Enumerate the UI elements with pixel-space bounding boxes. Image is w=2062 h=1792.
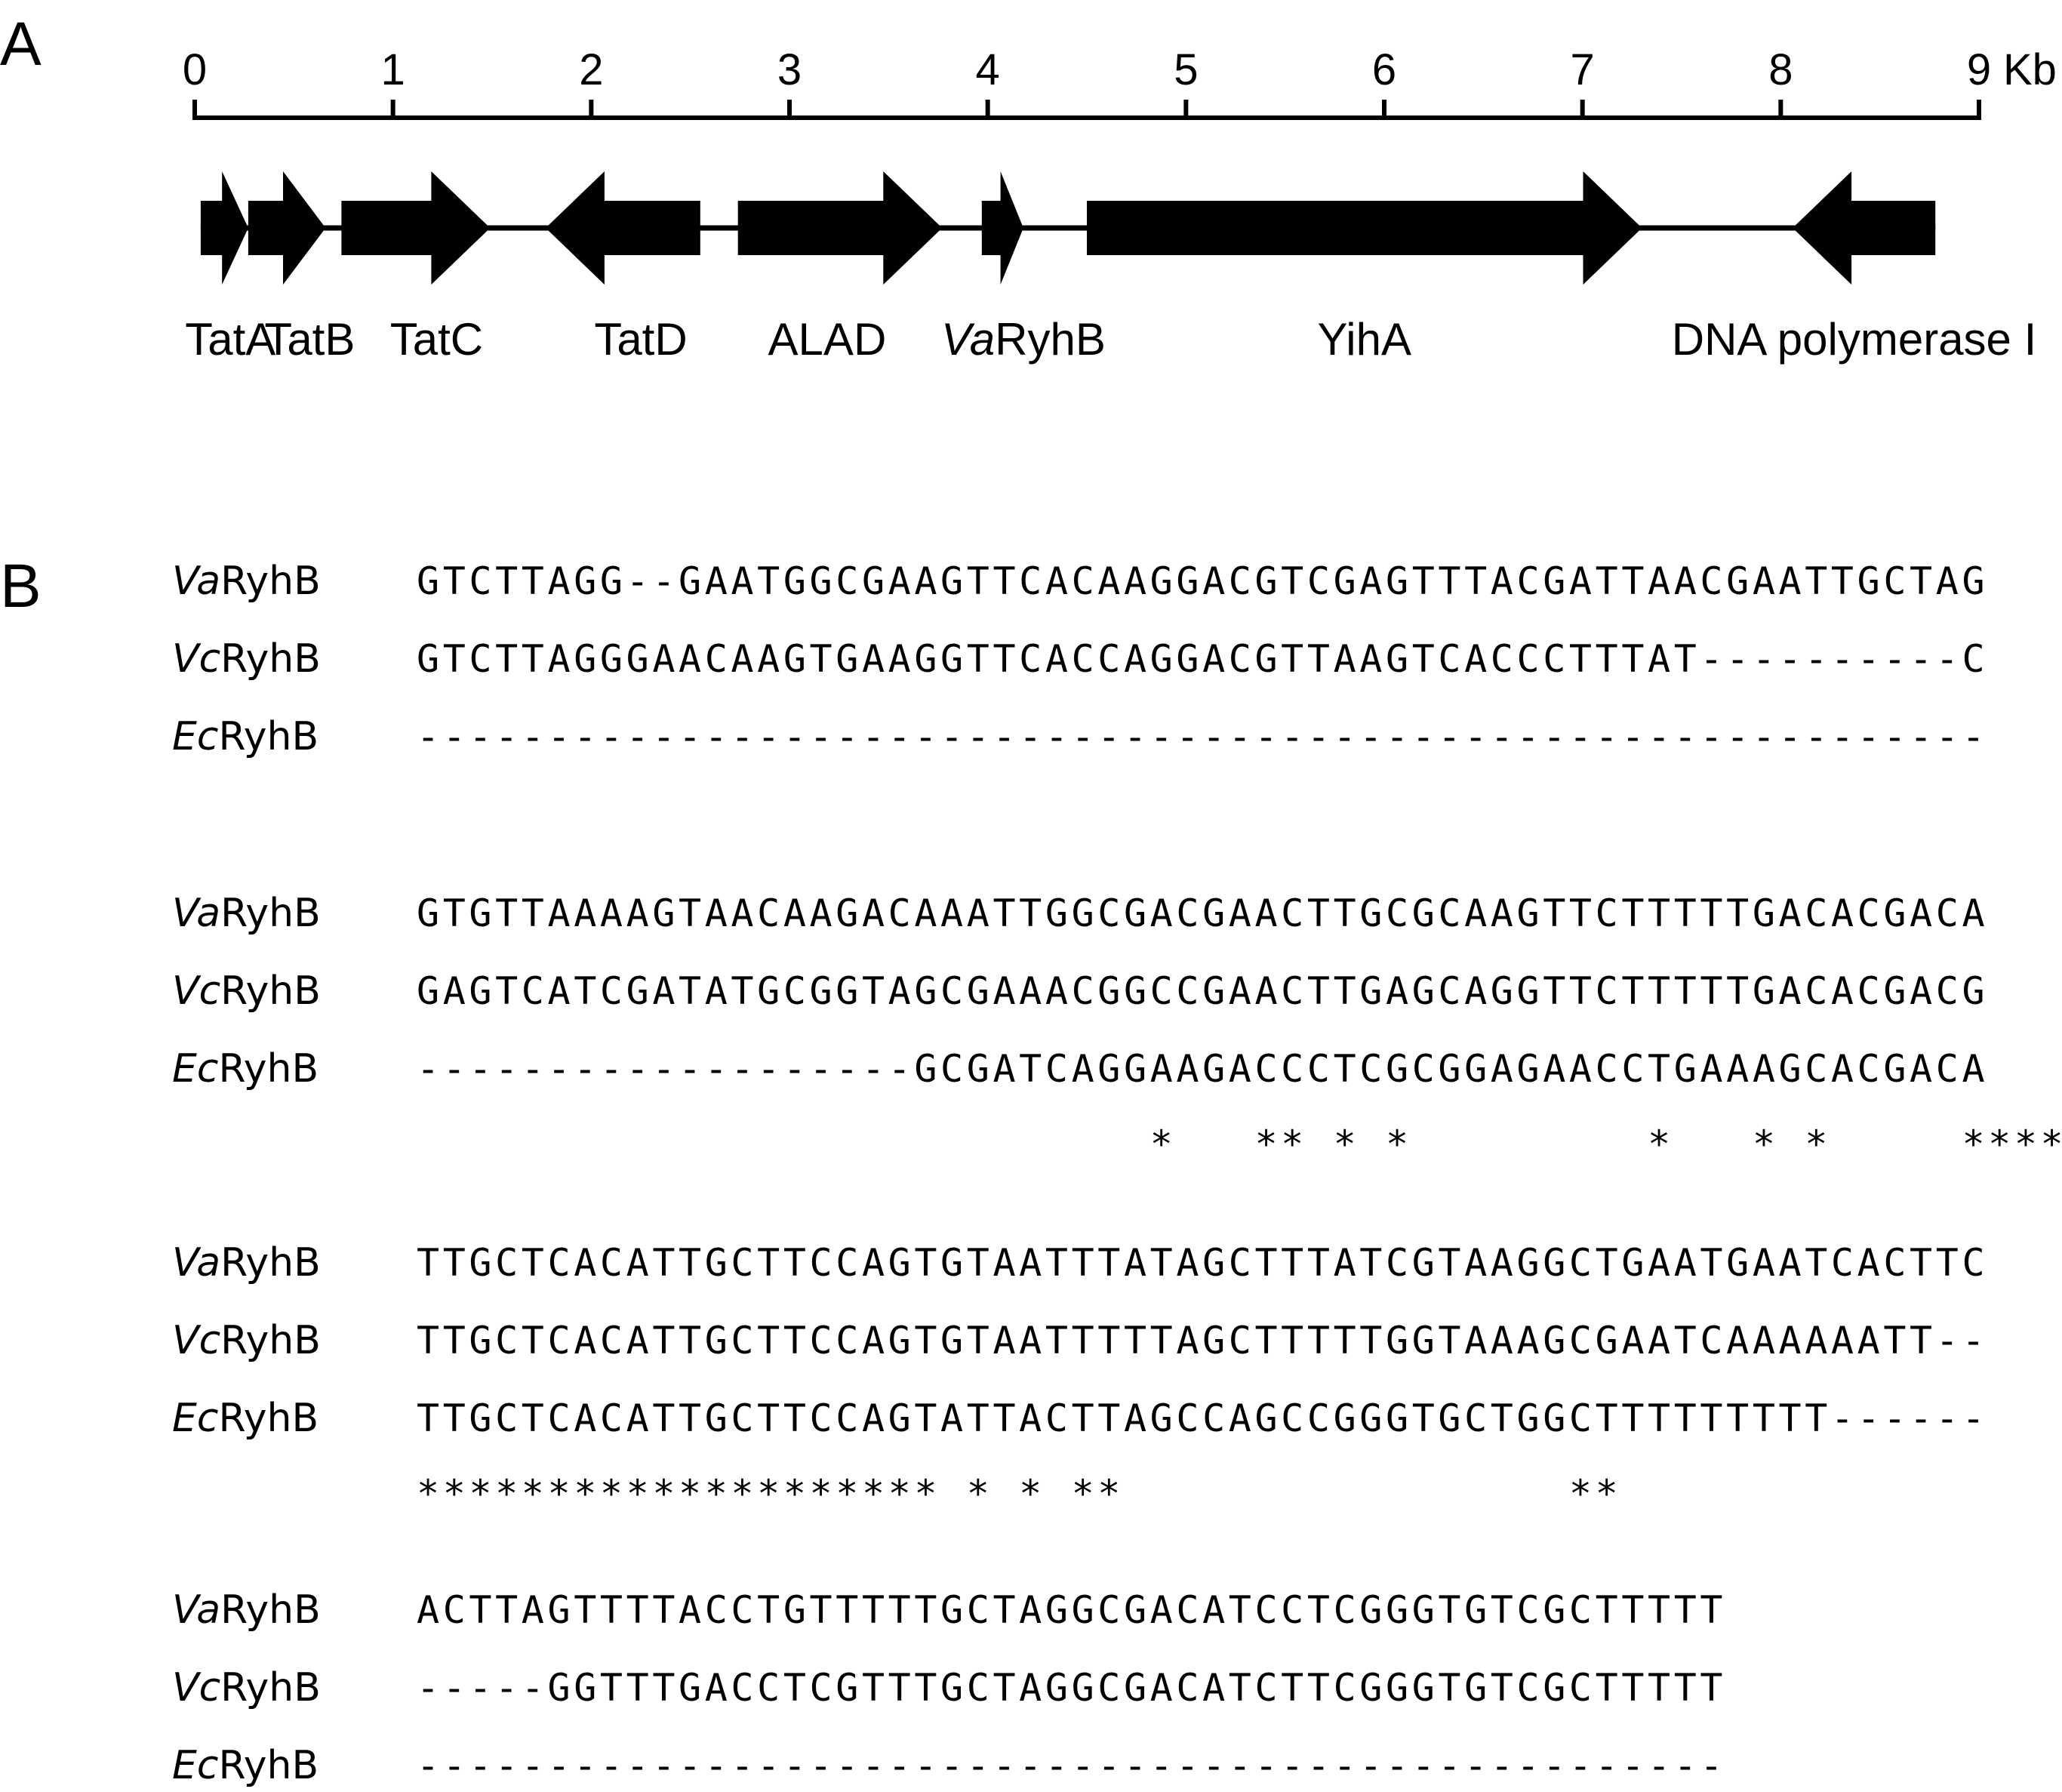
gene-label: TatD <box>594 314 687 365</box>
gene-label-name: YihA <box>1317 314 1411 365</box>
rna-name: RyhB <box>220 1665 321 1710</box>
gene-label-prefix: Va <box>941 314 995 365</box>
species-prefix: Ec <box>172 1046 219 1092</box>
gene-arrow-yiha <box>1087 171 1642 285</box>
sequence-name: VcRyhB <box>172 1665 338 1710</box>
panel-b-label: B <box>0 552 42 620</box>
rna-name: RyhB <box>218 1046 319 1092</box>
sequence-text: GTCTTAGG--GAATGGCGAAGTTCACAAGGACGTCGAGTT… <box>417 559 1989 603</box>
gene-label-name: TatA <box>185 314 275 365</box>
gene-arrows <box>200 171 1936 285</box>
species-prefix: Vc <box>172 1318 221 1363</box>
species-prefix: Va <box>172 559 221 604</box>
gene-label-name: TatC <box>390 314 483 365</box>
rna-name: RyhB <box>220 891 321 936</box>
rna-name: RyhB <box>220 559 321 604</box>
scale-tick-label: 3 <box>777 45 802 94</box>
rna-name: RyhB <box>220 1318 321 1363</box>
conservation-marks: ******************** * * ** ** <box>417 1472 1622 1516</box>
gene-arrow-dna-polymerase-i <box>1793 171 1936 285</box>
species-prefix: Va <box>172 1587 221 1633</box>
sequence-name: VcRyhB <box>172 636 338 682</box>
scale-tick-label: 0 <box>183 45 207 94</box>
scale-tick-label: 4 <box>976 45 1000 94</box>
gene-label: YihA <box>1317 314 1411 365</box>
sequence-name: VcRyhB <box>172 968 338 1014</box>
sequence-text: ACTTAGTTTTACCTGTTTTTGCTAGGCGACATCCTCGGGT… <box>417 1588 1727 1632</box>
species-prefix: Vc <box>172 1665 221 1710</box>
scale-tick-label: 9 <box>1967 45 1991 94</box>
gene-label-name: ALAD <box>768 314 887 365</box>
sequence-name: EcRyhB <box>172 714 338 759</box>
rna-name: RyhB <box>218 1396 319 1441</box>
sequence-name: VcRyhB <box>172 1318 338 1363</box>
gene-arrow-varyhb <box>981 171 1023 285</box>
sequence-name: VaRyhB <box>172 1240 338 1285</box>
sequence-text: -------------------GCGATCAGGAAGACCCTCGCG… <box>417 1047 1989 1091</box>
gene-label-name: RyhB <box>995 314 1106 365</box>
sequence-text: TTGCTCACATTGCTTCCAGTGTAATTTATAGCTTTATCGT… <box>417 1241 1989 1285</box>
gene-arrow-alad <box>737 171 943 285</box>
sequence-text: TTGCTCACATTGCTTCCAGTGTAATTTTTAGCTTTTTGGT… <box>417 1319 1989 1362</box>
sequence-text: GTCTTAGGGAACAAGTGAAGGTTCACCAGGACGTTAAGTC… <box>417 637 1989 681</box>
gene-arrow-tatc <box>341 171 491 285</box>
scale-tick-label: 8 <box>1768 45 1793 94</box>
gene-label: VaRyhB <box>941 314 1106 365</box>
sequence-name: EcRyhB <box>172 1046 338 1092</box>
sequence-text: GAGTCATCGATATGCGGTAGCGAAACGGCCGAACTTGAGC… <box>417 969 1989 1013</box>
species-prefix: Ec <box>172 1743 219 1788</box>
gene-label: DNA polymerase I <box>1672 314 2037 365</box>
rna-name: RyhB <box>220 1587 321 1633</box>
scale-tick-label: 6 <box>1372 45 1396 94</box>
rna-name: RyhB <box>220 1240 321 1285</box>
scale-tick-label: 2 <box>579 45 603 94</box>
sequence-text: TTGCTCACATTGCTTCCAGTATTACTTAGCCAGCCGGGTG… <box>417 1396 1989 1440</box>
rna-name: RyhB <box>218 1743 319 1788</box>
sequence-text: ----------------------------------------… <box>417 1744 1727 1787</box>
gene-arrow-tatd <box>545 171 700 285</box>
scale-tick-label: 5 <box>1174 45 1198 94</box>
scale-tick-label: 1 <box>381 45 405 94</box>
species-prefix: Vc <box>172 636 221 682</box>
sequence-name: VaRyhB <box>172 1587 338 1633</box>
scale-tick-label: 7 <box>1571 45 1595 94</box>
gene-label: TatA <box>185 314 275 365</box>
panel-a-label: A <box>0 10 42 79</box>
sequence-text: -----GGTTTGACCTCGTTTGCTAGGCGACATCTTCGGGT… <box>417 1666 1727 1710</box>
rna-name: RyhB <box>220 968 321 1014</box>
gene-label: ALAD <box>768 314 887 365</box>
sequence-text: ----------------------------------------… <box>417 715 1989 759</box>
gene-label-name: TatD <box>594 314 687 365</box>
gene-label-name: TatB <box>264 314 355 365</box>
gene-arrow-tatb <box>248 171 326 285</box>
scale-unit-label: Kb <box>2003 45 2057 94</box>
gene-label: TatB <box>264 314 355 365</box>
species-prefix: Va <box>172 1240 221 1285</box>
rna-name: RyhB <box>218 714 319 759</box>
sequence-text: GTGTTAAAAGTAACAAGACAAATTGGCGACGAACTTGCGC… <box>417 891 1989 935</box>
species-prefix: Vc <box>172 968 221 1014</box>
rna-name: RyhB <box>220 636 321 682</box>
species-prefix: Va <box>172 891 221 936</box>
species-prefix: Ec <box>172 714 219 759</box>
gene-label-name: DNA polymerase I <box>1672 314 2037 365</box>
sequence-name: EcRyhB <box>172 1396 338 1441</box>
sequence-name: VaRyhB <box>172 891 338 936</box>
gene-arrow-tata <box>200 171 248 285</box>
sequence-name: EcRyhB <box>172 1743 338 1788</box>
conservation-marks: * ** * * * * * ****** <box>417 1122 2062 1166</box>
species-prefix: Ec <box>172 1396 219 1441</box>
sequence-name: VaRyhB <box>172 559 338 604</box>
gene-label: TatC <box>390 314 483 365</box>
